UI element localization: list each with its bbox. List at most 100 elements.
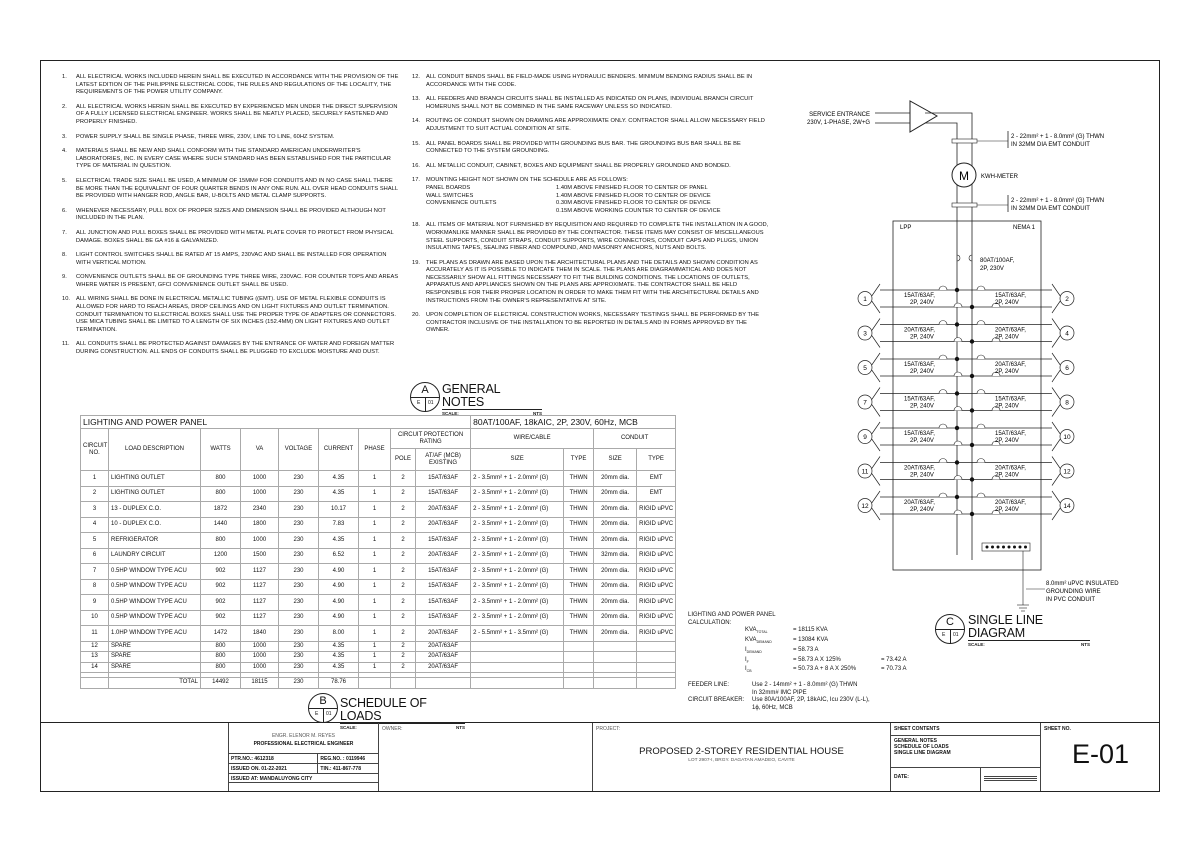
breaker-rating: 20AT/63AF, xyxy=(904,466,935,472)
owner-label: OWNER: xyxy=(382,726,403,732)
breaker-poles: 2P, 240V xyxy=(995,473,1019,479)
table-cell: SPARE xyxy=(108,651,201,663)
mounting-item: PANEL BOARDS xyxy=(426,184,471,191)
circuit-number: 5 xyxy=(863,365,867,372)
sheet-no-label: SHEET NO. xyxy=(1044,726,1071,732)
table-cell: 6 xyxy=(80,547,109,564)
table-cell: 2 xyxy=(390,547,416,564)
project-label: PROJECT: xyxy=(596,726,621,732)
calc-subscript: DEMAND xyxy=(756,640,772,645)
table-cell: LAUNDRY CIRCUIT xyxy=(108,547,201,564)
disclaimer-fine-print xyxy=(984,776,1037,781)
table-cell: 902 xyxy=(200,609,241,626)
note-text: ALL PANEL BOARDS SHALL BE PROVIDED WITH … xyxy=(426,140,743,155)
table-cell: 15AT/63AF xyxy=(414,609,472,626)
table-cell: 1000 xyxy=(240,661,279,673)
table-cell: THWN xyxy=(563,625,595,642)
sld-title: SINGLE LINE DIAGRAM SCALE:NTS xyxy=(968,614,1090,647)
table-cell: 10 xyxy=(80,609,109,626)
table-cell: 2 - 5.5mm² + 1 - 3.5mm² (G) xyxy=(470,625,565,642)
table-cell: 0.5HP WINDOW TYPE ACU xyxy=(108,594,201,611)
table-cell: 14 xyxy=(80,661,109,673)
issued-at: ISSUED AT: MANDALUYONG CITY xyxy=(229,773,378,783)
table-cell: 13 xyxy=(80,651,109,663)
note-number: 16. xyxy=(412,162,421,169)
table-cell: 15AT/63AF xyxy=(414,532,472,549)
breaker-symbol xyxy=(938,389,986,394)
note-number: 6. xyxy=(62,207,67,214)
note-text: WHENEVER NECESSARY, PULL BOX OF PROPER S… xyxy=(76,207,388,222)
circuit-number: 3 xyxy=(863,331,867,338)
note-text: ALL WIRING SHALL BE DONE IN ELECTRICAL M… xyxy=(76,296,398,333)
note-text: ALL CONDUIT BENDS SHALL BE FIELD-MADE US… xyxy=(426,74,754,88)
breaker-rating: 15AT/63AF, xyxy=(904,293,935,299)
table-cell: 4.90 xyxy=(318,578,359,595)
ground-wire-spec: 8.0mm² uPVC INSULATED xyxy=(1046,581,1119,587)
table-cell: 2 - 3.5mm² + 1 - 2.0mm² (G) xyxy=(470,563,565,580)
drawing-frame xyxy=(40,60,1160,792)
marker-letter: C xyxy=(946,616,954,628)
table-cell: 230 xyxy=(278,532,319,549)
calc-line: IDEMAND= 58.73 A xyxy=(745,647,928,657)
table-cell: THWN xyxy=(563,532,595,549)
engineer-block: ENGR. ELENOR M. REYES PROFESSIONAL ELECT… xyxy=(228,723,378,791)
table-cell: 230 xyxy=(278,594,319,611)
panel-calculation: LIGHTING AND POWER PANEL CALCULATION: KV… xyxy=(688,612,928,712)
feeder-line-spec: Use 2 - 14mm² + 1 - 8.0mm² (G) THWN xyxy=(752,682,858,689)
table-cell xyxy=(593,640,638,652)
reg-no: REG.NO. : 0119946 xyxy=(320,756,366,762)
note-text: ROUTING OF CONDUIT SHOWN ON DRAWING ARE … xyxy=(426,118,767,132)
table-cell: 2 - 3.5mm² + 1 - 2.0mm² (G) xyxy=(470,547,565,564)
bus-connection-dot xyxy=(969,477,975,482)
table-cell: THWN xyxy=(563,501,595,518)
marker-ref: E xyxy=(315,711,319,717)
table-cell: EMT xyxy=(636,485,677,502)
table-cell: 1000 xyxy=(240,651,279,663)
breaker-rating: 20AT/63AF, xyxy=(995,466,1026,472)
calc-subscript: CB xyxy=(746,669,752,674)
table-cell: 2 - 3.5mm² + 1 - 2.0mm² (G) xyxy=(470,594,565,611)
scale-label: SCALE: xyxy=(968,642,985,647)
general-note: 8.LIGHT CONTROL SWITCHES SHALL BE RATED … xyxy=(62,252,402,267)
table-cell: 2 - 3.5mm² + 1 - 2.0mm² (G) xyxy=(470,609,565,626)
ptr-no: PTR.NO.: 4612318 xyxy=(229,754,319,763)
title-text: GENERAL NOTES xyxy=(442,382,500,409)
table-cell: 1000 xyxy=(240,485,279,502)
calc-line: IF= 58.73 A x 125%= 73.42 A xyxy=(745,657,928,667)
breaker-rating: 20AT/63AF, xyxy=(904,500,935,506)
issued-on: ISSUED ON. 01-22-2021 xyxy=(229,764,319,773)
feeder-line-conduit: In 32mm# IMC PIPE xyxy=(752,689,807,696)
circuit-number: 1 xyxy=(863,296,867,303)
general-note: 3.POWER SUPPLY SHALL BE SINGLE PHASE, TH… xyxy=(62,134,402,142)
circuit-number: 10 xyxy=(1063,434,1071,441)
bus-connection-dot xyxy=(954,494,960,500)
table-cell: 20AT/63AF xyxy=(414,516,472,533)
table-cell: 20AT/63AF xyxy=(414,661,472,673)
table-cell: 4.35 xyxy=(318,485,359,502)
table-cell: 20mm dia. xyxy=(593,470,638,487)
table-cell: 230 xyxy=(278,547,319,564)
table-cell: 2 xyxy=(390,640,416,652)
table-cell: 2 xyxy=(390,661,416,673)
table-cell: 1 xyxy=(358,485,391,502)
table-cell: 230 xyxy=(278,470,319,487)
scale-label: SCALE: xyxy=(442,411,459,416)
table-cell: 4.90 xyxy=(318,563,359,580)
table-cell xyxy=(563,661,595,673)
table-cell: 2 - 3.5mm² + 1 - 2.0mm² (G) xyxy=(470,532,565,549)
note-number: 5. xyxy=(62,177,67,184)
table-cell: 902 xyxy=(200,563,241,580)
table-cell: 1 xyxy=(358,594,391,611)
general-notes-title: GENERAL NOTES SCALE:NTS xyxy=(442,383,542,416)
general-note: 13.ALL FEEDERS AND BRANCH CIRCUITS SHALL… xyxy=(412,96,770,111)
table-cell: 20AT/63AF xyxy=(414,501,472,518)
breaker-symbol xyxy=(953,509,1001,515)
breaker-rating: 15AT/63AF, xyxy=(904,397,935,403)
note-text: UPON COMPLETION OF ELECTRICAL CONSTRUCTI… xyxy=(426,312,761,334)
table-cell: 5 xyxy=(80,532,109,549)
title-text: SCHEDULE OF LOADS xyxy=(340,696,427,723)
calc-line: KVATOTAL= 18115 kVA xyxy=(745,627,928,637)
